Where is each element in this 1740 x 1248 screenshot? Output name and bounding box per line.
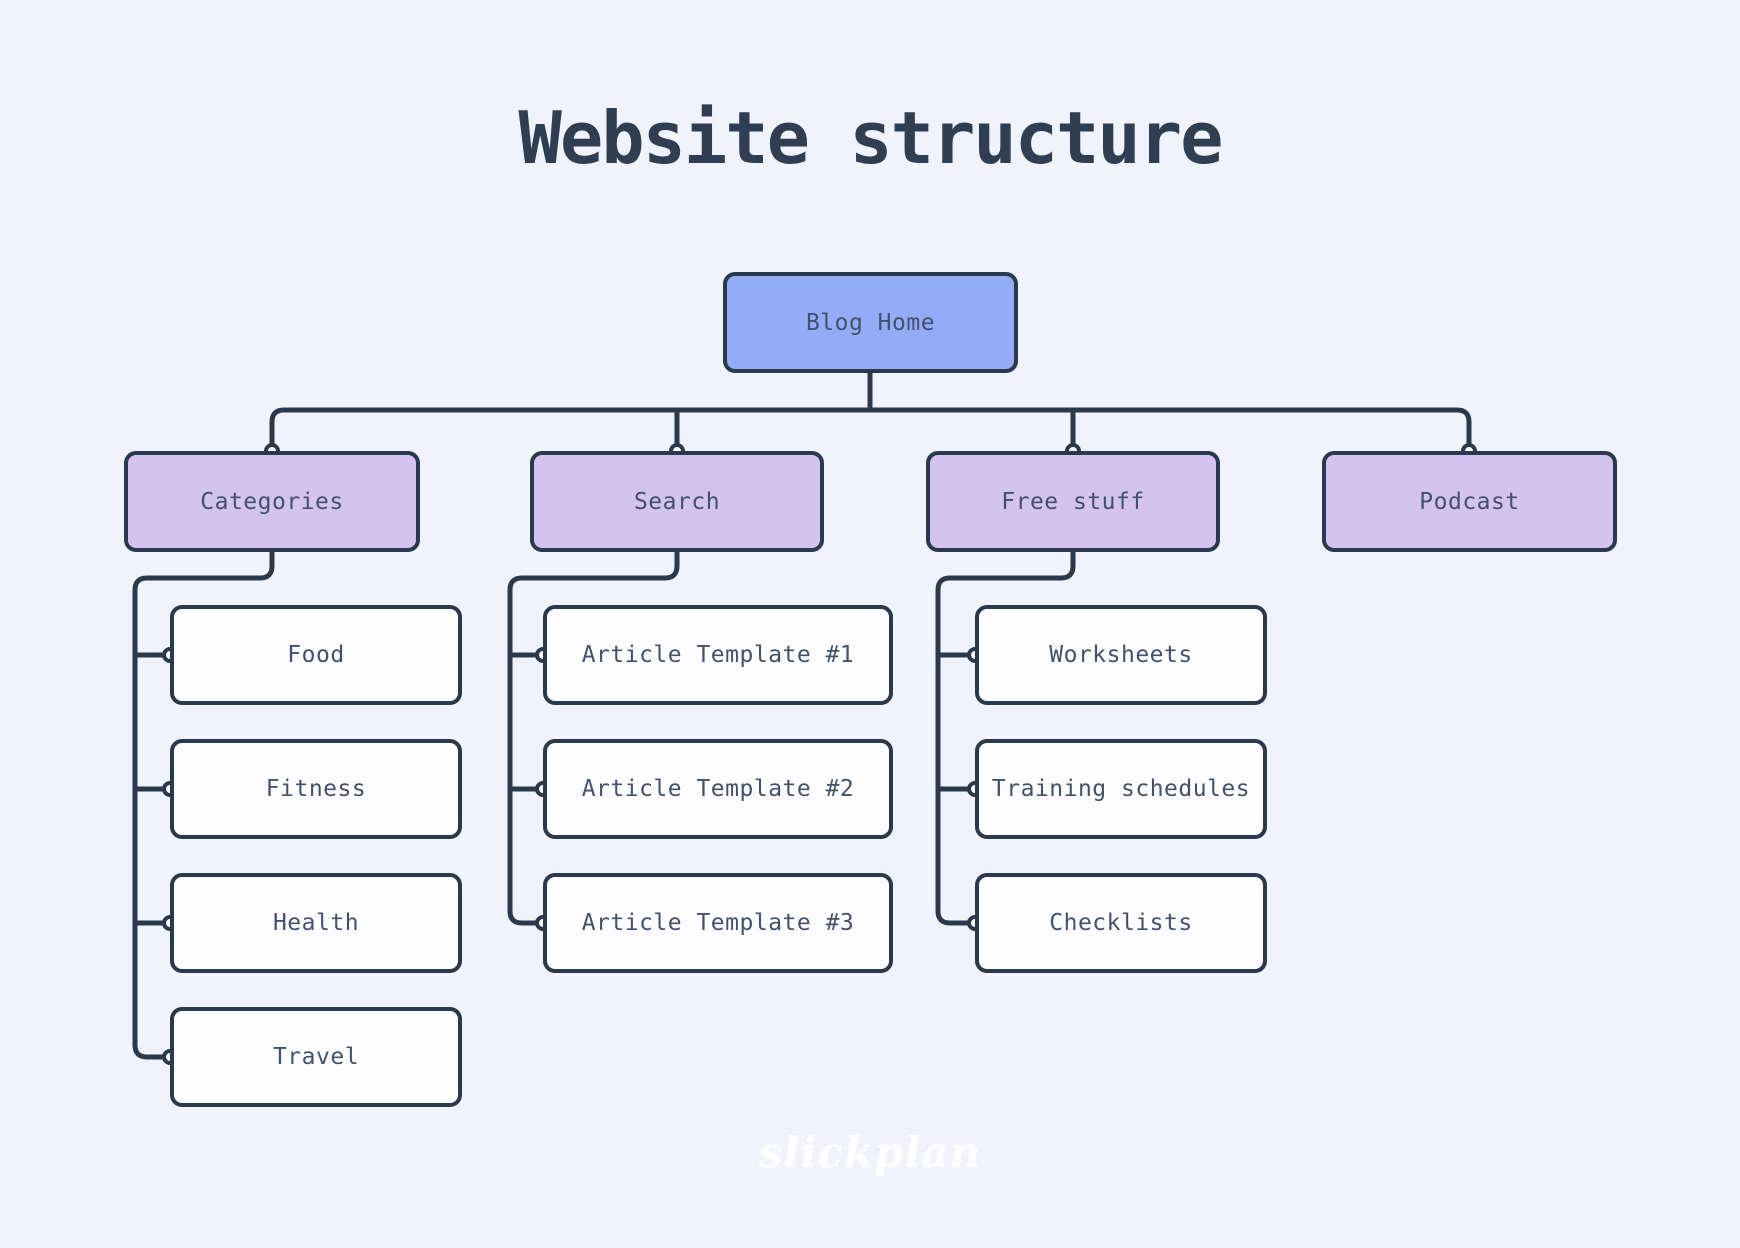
leaf-node-article-template-1: Article Template #1	[543, 605, 893, 705]
leaf-node-training-schedules: Training schedules	[975, 739, 1267, 839]
leaf-node-fitness: Fitness	[170, 739, 462, 839]
page-title: Website structure	[518, 96, 1224, 180]
leaf-node-food: Food	[170, 605, 462, 705]
section-node-categories: Categories	[124, 451, 420, 552]
section-node-free-stuff: Free stuff	[926, 451, 1220, 552]
leaf-node-travel: Travel	[170, 1007, 462, 1107]
slickplan-logo: slickplan	[758, 1128, 982, 1177]
leaf-node-article-template-3: Article Template #3	[543, 873, 893, 973]
section-node-search: Search	[530, 451, 824, 552]
connector-free-stuff-trunk	[935, 552, 1076, 926]
connector-categories-trunk	[132, 552, 275, 1060]
leaf-node-health: Health	[170, 873, 462, 973]
connector-bus	[269, 407, 1472, 447]
section-node-podcast: Podcast	[1322, 451, 1617, 552]
leaf-node-worksheets: Worksheets	[975, 605, 1267, 705]
root-node-blog-home: Blog Home	[723, 272, 1018, 373]
leaf-node-article-template-2: Article Template #2	[543, 739, 893, 839]
connector-search-trunk	[507, 552, 680, 926]
leaf-node-checklists: Checklists	[975, 873, 1267, 973]
